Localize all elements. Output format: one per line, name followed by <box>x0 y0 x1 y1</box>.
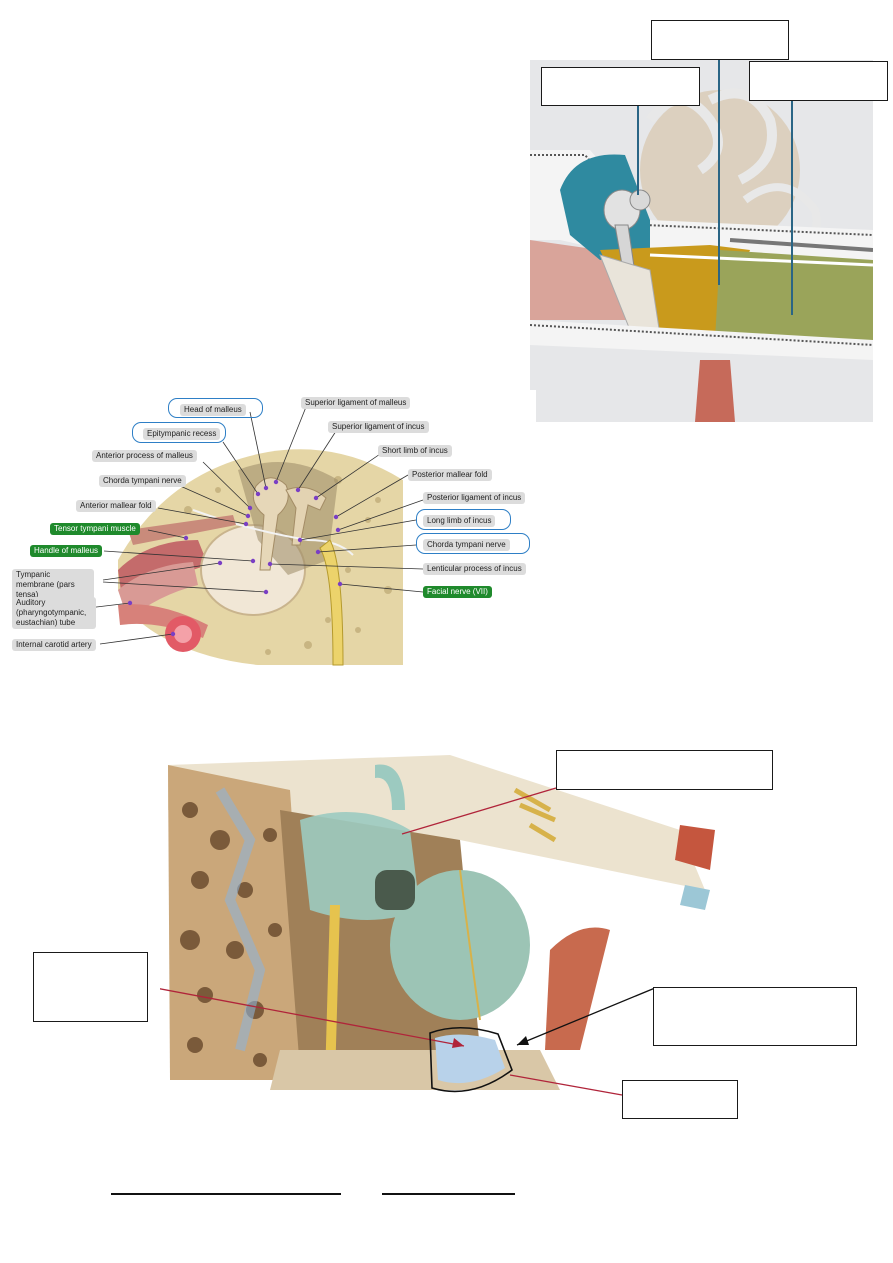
label-facial-nerve: Facial nerve (VII) <box>423 586 492 598</box>
label-epitympanic-recess: Epitympanic recess <box>143 428 221 440</box>
left-answer-box[interactable] <box>33 952 148 1022</box>
hypotympanic-answer-box[interactable] <box>749 61 888 101</box>
head-of-malleus-highlight <box>168 398 263 418</box>
answer-line-2[interactable] <box>382 1193 515 1195</box>
label-long-limb-of-incus: Long limb of incus <box>423 515 496 527</box>
tympanic-cavity-illustration <box>160 750 720 1100</box>
label-auditory-tube: Auditory (pharyngotympanic, eustachian) … <box>12 597 96 629</box>
right-answer-box[interactable] <box>653 987 857 1046</box>
middle-ear-divisions-illustration <box>530 60 873 422</box>
mesotympanic-answer-box[interactable] <box>651 20 789 60</box>
label-lenticular-process-of-incus: Lenticular process of incus <box>423 563 526 575</box>
label-short-limb-of-incus: Short limb of incus <box>378 445 452 457</box>
long-limb-of-incus-highlight <box>416 509 511 530</box>
label-handle-of-malleus: Handle of malleus <box>30 545 103 557</box>
answer-line-1[interactable] <box>111 1193 341 1195</box>
roof-answer-box[interactable] <box>556 750 773 790</box>
label-superior-ligament-of-malleus: Superior ligament of malleus <box>301 397 411 409</box>
label-chorda-tympani-nerve-right: Chorda tympani nerve <box>423 539 510 551</box>
label-posterior-ligament-of-incus: Posterior ligament of incus <box>423 492 526 504</box>
label-posterior-mallear-fold: Posterior mallear fold <box>408 469 492 481</box>
label-anterior-mallear-fold: Anterior mallear fold <box>76 500 156 512</box>
label-superior-ligament-of-incus: Superior ligament of incus <box>328 421 429 433</box>
epitympanic-answer-box[interactable] <box>541 67 700 106</box>
epitympanic-recess-highlight <box>132 422 226 443</box>
label-head-of-malleus: Head of malleus <box>180 404 246 416</box>
floor-answer-box[interactable] <box>622 1080 738 1119</box>
label-internal-carotid-artery: Internal carotid artery <box>12 639 96 651</box>
label-anterior-process-of-malleus: Anterior process of malleus <box>92 450 197 462</box>
label-chorda-tympani-nerve-left: Chorda tympani nerve <box>99 475 186 487</box>
chorda-tympani-nerve-highlight <box>416 533 530 554</box>
label-tympanic-membrane: Tympanic membrane (pars tensa) <box>12 569 94 601</box>
label-tensor-tympani-muscle: Tensor tympani muscle <box>50 523 140 535</box>
